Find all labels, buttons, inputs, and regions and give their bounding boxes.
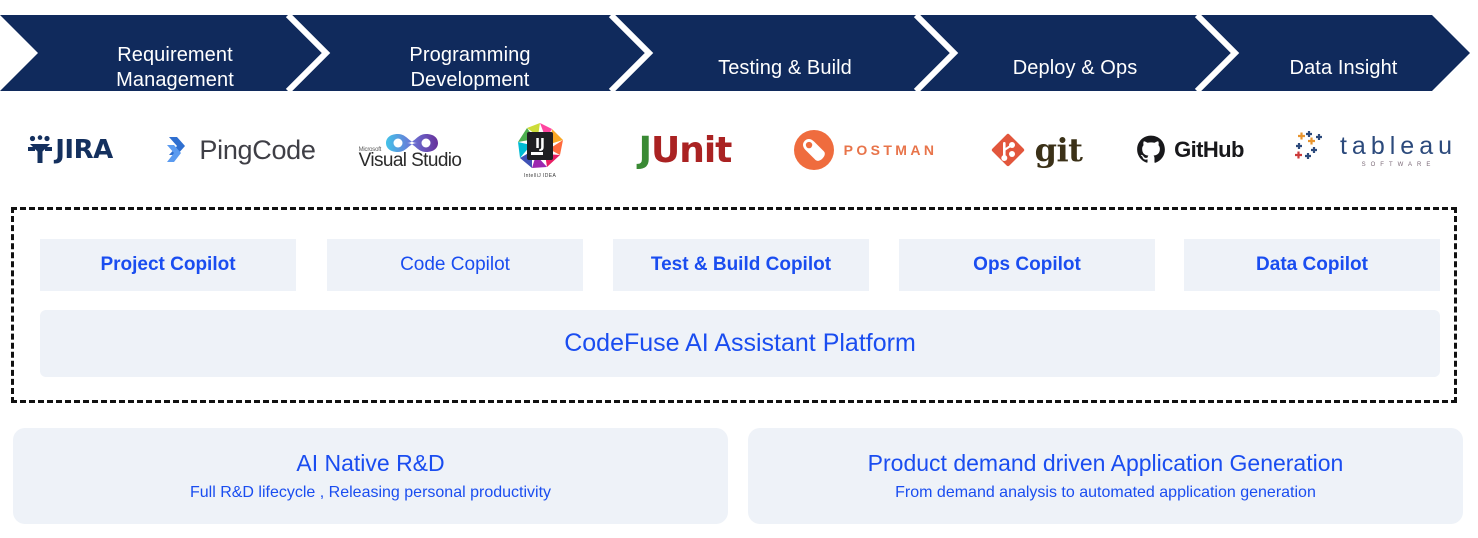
tool-logo-visual-studio[interactable]: Microsoft Visual Studio [340, 106, 480, 194]
intellij-idea-logo-icon: IJ [518, 122, 563, 168]
copilot-data-copilot[interactable]: Data Copilot [1184, 239, 1440, 291]
jira-wordmark: JIRA [55, 135, 113, 165]
visual-studio-brand: Microsoft [358, 147, 382, 153]
svg-text:IJ: IJ [535, 137, 545, 152]
banner-shape [0, 15, 1470, 91]
tool-logo-postman[interactable]: POSTMAN [770, 106, 960, 194]
outcome-card-ai-native-rd[interactable]: AI Native R&D Full R&D lifecycle , Relea… [13, 428, 728, 524]
tableau-wordmark: tableau [1339, 132, 1458, 160]
copilot-test-build-copilot[interactable]: Test & Build Copilot [613, 239, 869, 291]
junit-wordmark-icon: JUnit [638, 129, 733, 171]
copilot-ops-copilot[interactable]: Ops Copilot [899, 239, 1155, 291]
pingcode-wordmark: PingCode [199, 134, 316, 165]
copilot-platform-region: Project Copilot Code Copilot Test & Buil… [11, 207, 1457, 403]
codefuse-platform-bar[interactable]: CodeFuse AI Assistant Platform [40, 310, 1440, 377]
outcome-subtitle: Full R&D lifecycle , Releasing personal … [189, 484, 552, 501]
junit-letter-j: J [638, 129, 652, 171]
pipeline-stage-banner: Requirement Management Programming Devel… [0, 15, 1478, 91]
pingcode-logo-icon [167, 137, 186, 162]
tool-logo-tableau[interactable]: tableau SOFTWARE [1270, 106, 1478, 194]
tableau-subtitle: SOFTWARE [1361, 162, 1436, 168]
copilot-code-copilot[interactable]: Code Copilot [327, 239, 583, 291]
copilot-project-copilot[interactable]: Project Copilot [40, 239, 296, 291]
tool-logo-github[interactable]: GitHub [1110, 106, 1270, 194]
copilot-row: Project Copilot Code Copilot Test & Buil… [40, 239, 1440, 291]
jira-logo-icon [28, 135, 53, 163]
tool-logo-pingcode[interactable]: PingCode [140, 106, 340, 194]
junit-letters-unit: Unit [650, 129, 732, 171]
github-wordmark: GitHub [1174, 137, 1244, 162]
tableau-logo-icon [1294, 131, 1322, 159]
postman-logo-icon [793, 130, 834, 170]
visual-studio-infinity-icon [386, 134, 439, 152]
tool-logo-git[interactable]: git [960, 106, 1110, 194]
tool-logo-intellij-idea[interactable]: IJ IntelliJ IDEA [480, 106, 600, 194]
postman-wordmark: POSTMAN [843, 142, 938, 158]
github-octocat-icon [1137, 135, 1166, 163]
tool-logo-strip: JIRA PingCode Microsoft [0, 106, 1478, 194]
intellij-idea-caption: IntelliJ IDEA [523, 172, 557, 179]
git-wordmark: git [1034, 131, 1083, 169]
tool-logo-jira[interactable]: JIRA [0, 106, 140, 194]
outcome-card-product-demand-driven[interactable]: Product demand driven Application Genera… [748, 428, 1463, 524]
tool-logo-junit[interactable]: JUnit [600, 106, 770, 194]
outcome-title: Product demand driven Application Genera… [867, 450, 1344, 476]
git-logo-icon [991, 133, 1024, 167]
visual-studio-wordmark: Visual Studio [358, 150, 462, 171]
outcome-subtitle: From demand analysis to automated applic… [895, 484, 1316, 501]
outcome-title: AI Native R&D [296, 450, 445, 476]
